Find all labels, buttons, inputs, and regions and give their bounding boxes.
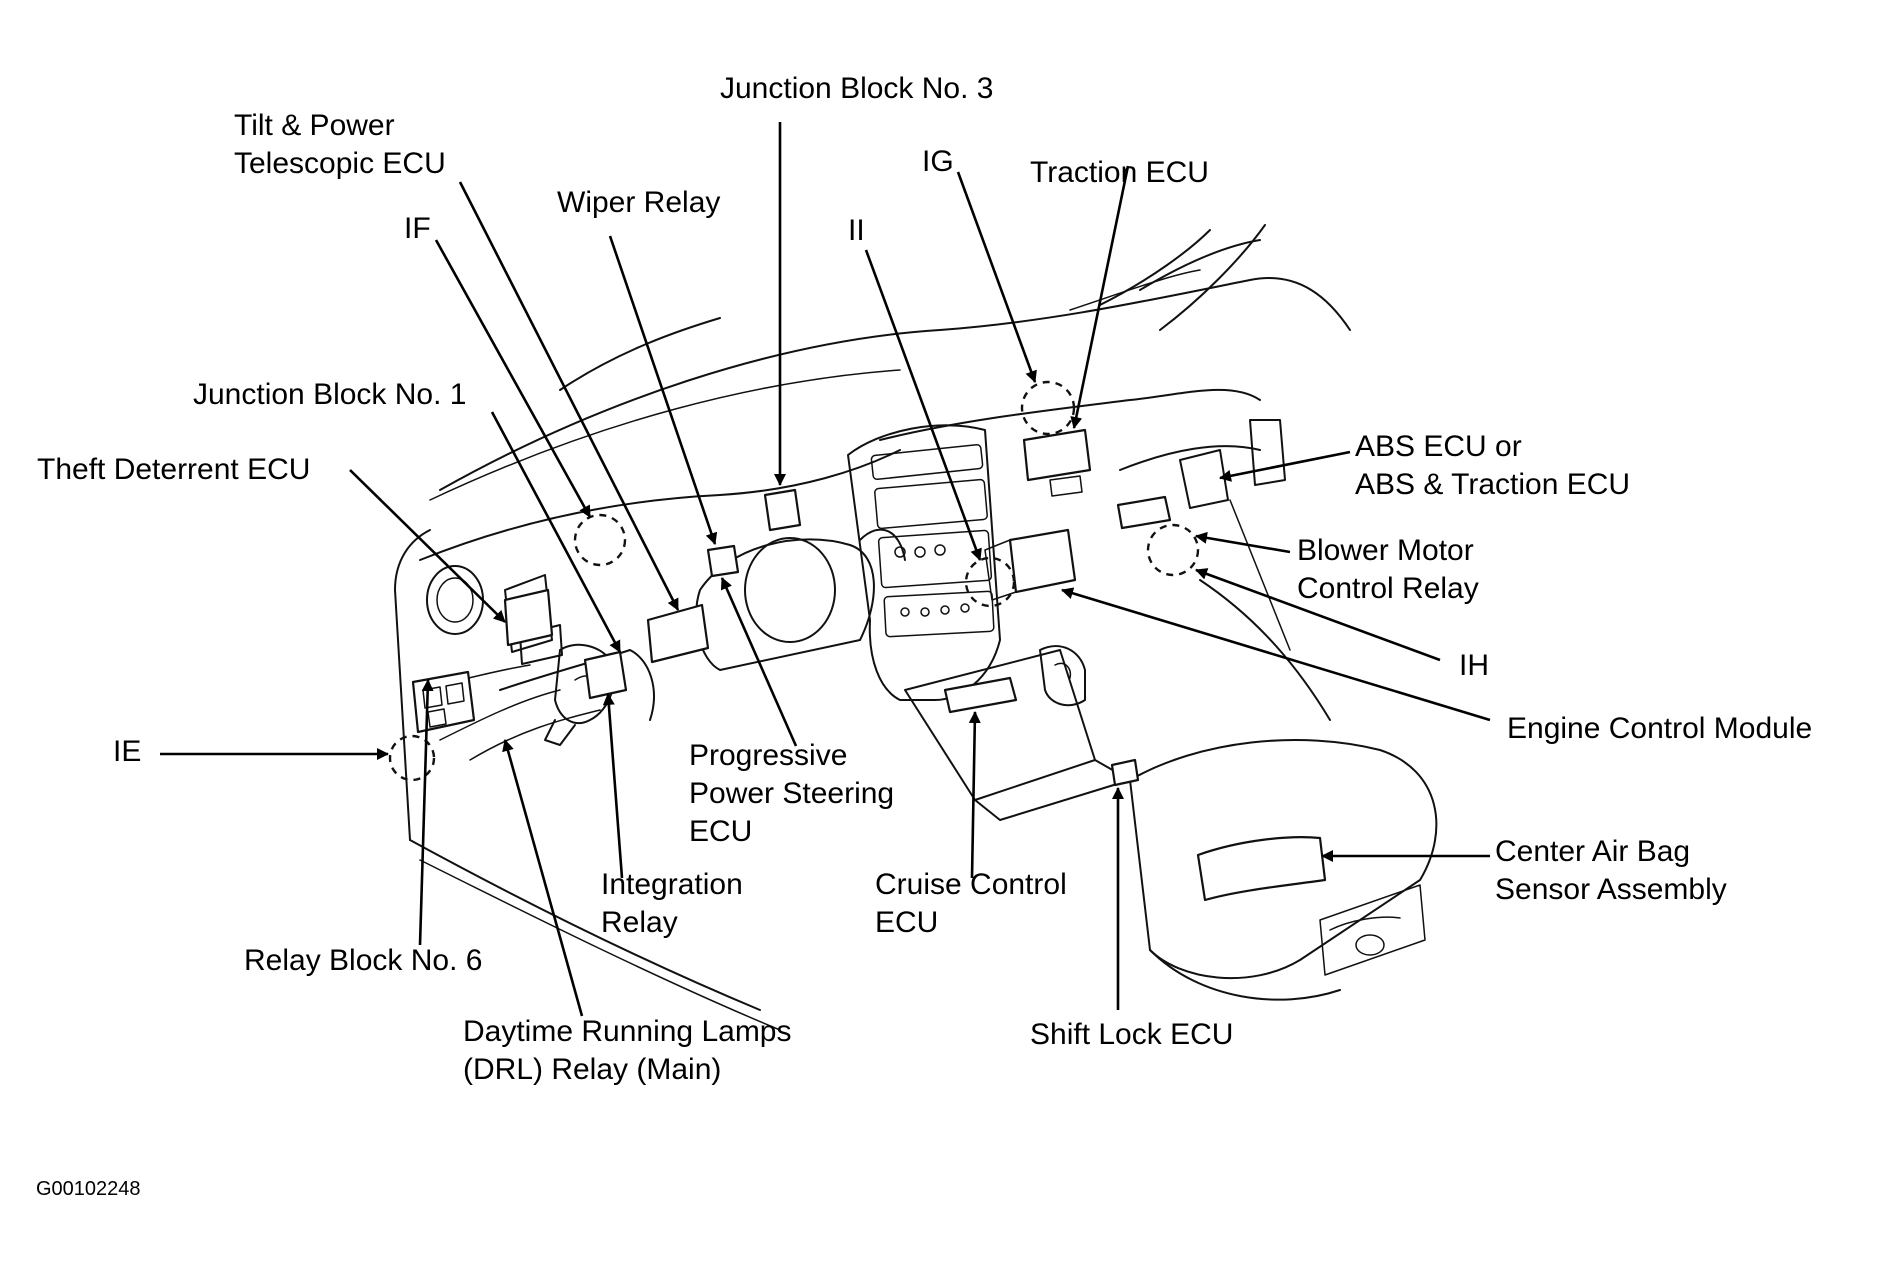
junction-block-no-3-part	[763, 488, 802, 532]
connector-ih-circle	[1146, 523, 1200, 577]
leader-lines	[160, 122, 1491, 1017]
label-connector-ig: IG	[922, 145, 954, 178]
label-center-air-bag-sensor-assembly: Center Air Bag Sensor Assembly	[1495, 835, 1727, 906]
label-connector-ie: IE	[113, 735, 142, 768]
tilt-telescopic-ecu-part	[646, 603, 710, 664]
label-progressive-power-steering-ecu: Progressive Power Steering ECU	[689, 739, 895, 848]
label-connector-ii: II	[848, 214, 865, 247]
connector-ig-circle	[1020, 380, 1076, 436]
label-engine-control-module: Engine Control Module	[1507, 712, 1813, 745]
label-traction-ecu: Traction ECU	[1030, 156, 1209, 189]
label-connector-ih: IH	[1459, 649, 1489, 682]
connector-if-circle	[573, 513, 627, 567]
label-connector-if: IF	[404, 212, 431, 245]
label-cruise-control-ecu: Cruise Control ECU	[875, 868, 1067, 939]
label-relay-block-no-6: Relay Block No. 6	[244, 944, 483, 977]
shift-lock-ecu-part	[1110, 758, 1140, 787]
label-integration-relay: Integration Relay	[601, 868, 743, 939]
label-abs-ecu: ABS ECU or ABS & Traction ECU	[1355, 430, 1631, 501]
connector-ii-circle	[964, 556, 1016, 608]
traction-ecu-part	[1022, 428, 1092, 497]
label-shift-lock-ecu: Shift Lock ECU	[1030, 1018, 1234, 1051]
abs-ecu-part	[1116, 495, 1172, 530]
label-blower-motor-control-relay: Blower Motor Control Relay	[1297, 534, 1479, 605]
center-air-bag-sensor-part	[1196, 836, 1327, 902]
cruise-control-ecu-part	[943, 676, 1018, 714]
figure-code: G00102248	[36, 1178, 141, 1200]
label-junction-block-no-1: Junction Block No. 1	[193, 378, 467, 411]
relay-block-no-6-part	[411, 670, 476, 734]
label-drl-relay: Daytime Running Lamps (DRL) Relay (Main)	[463, 1015, 792, 1086]
label-theft-deterrent-ecu: Theft Deterrent ECU	[37, 453, 311, 486]
label-wiper-relay: Wiper Relay	[557, 186, 721, 219]
connector-ie-circle	[388, 734, 436, 782]
dashboard-illustration	[394, 224, 1438, 1031]
theft-deterrent-ecu-part	[503, 588, 554, 647]
engine-control-module-part	[984, 528, 1077, 601]
integration-relay-part	[583, 650, 628, 700]
label-junction-block-no-3: Junction Block No. 3	[720, 72, 994, 105]
label-tilt-power-telescopic-ecu: Tilt & Power Telescopic ECU	[234, 109, 446, 180]
wiper-relay-part	[706, 544, 740, 578]
